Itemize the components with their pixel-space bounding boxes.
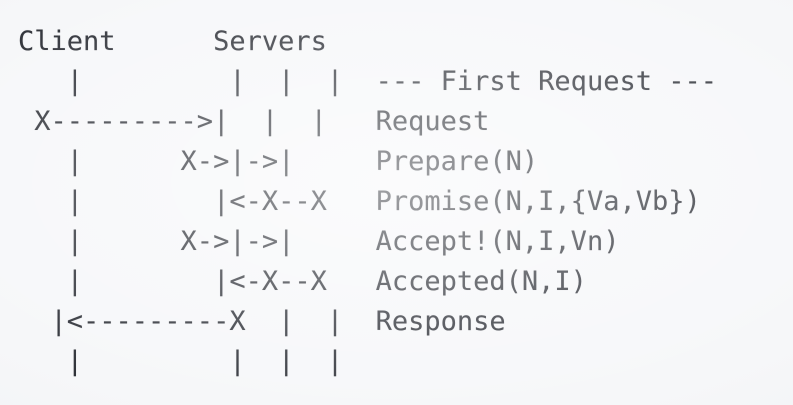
diagram-row-accepted: | |<-X--X Accepted(N,I) <box>18 266 587 297</box>
diagram-row-accept: | X->|->| Accept!(N,I,Vn) <box>18 226 620 257</box>
diagram-header-row: Client Servers <box>18 26 327 57</box>
diagram-row-prepare: | X->|->| Prepare(N) <box>18 146 539 177</box>
diagram-row-request: X--------->| | | Request <box>18 106 490 137</box>
diagram-text-block: Client Servers | | | | --- First Request… <box>18 22 717 382</box>
diagram-row-response: |<---------X | | Response <box>18 306 506 337</box>
diagram-row-lane-top: | | | | --- First Request --- <box>18 66 717 97</box>
diagram-row-lane-bottom: | | | | <box>18 346 376 377</box>
diagram-row-promise: | |<-X--X Promise(N,I,{Va,Vb}) <box>18 186 701 217</box>
